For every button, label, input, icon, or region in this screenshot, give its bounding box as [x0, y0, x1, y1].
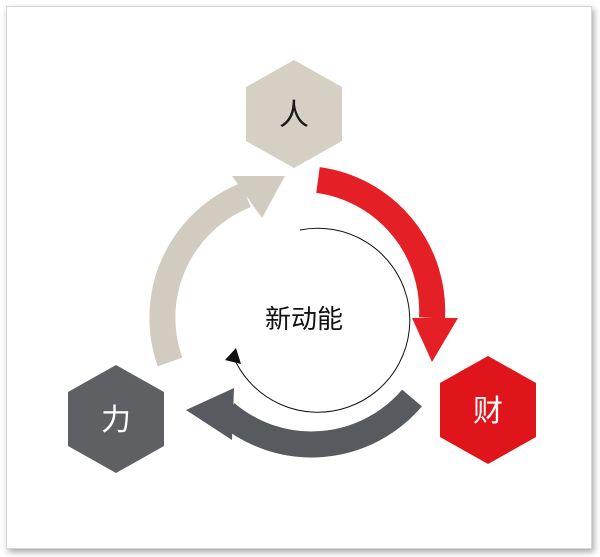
- arrow-ren-to-cai: [315, 167, 458, 362]
- node-li: 力: [68, 365, 164, 473]
- inner-cycle-arrow: [225, 227, 411, 413]
- node-ren-label: 人: [279, 98, 309, 133]
- node-li-label: 力: [101, 403, 131, 438]
- node-cai: 财: [440, 356, 536, 464]
- node-li-hexagon: [68, 365, 164, 473]
- center-label: 新动能: [265, 305, 343, 335]
- node-cai-label: 财: [473, 394, 503, 429]
- arrow-cai-to-li: [186, 388, 422, 458]
- node-ren: 人: [246, 60, 342, 168]
- arrow-li-to-ren: [149, 176, 285, 367]
- node-ren-hexagon: [246, 60, 342, 168]
- node-cai-hexagon: [440, 356, 536, 464]
